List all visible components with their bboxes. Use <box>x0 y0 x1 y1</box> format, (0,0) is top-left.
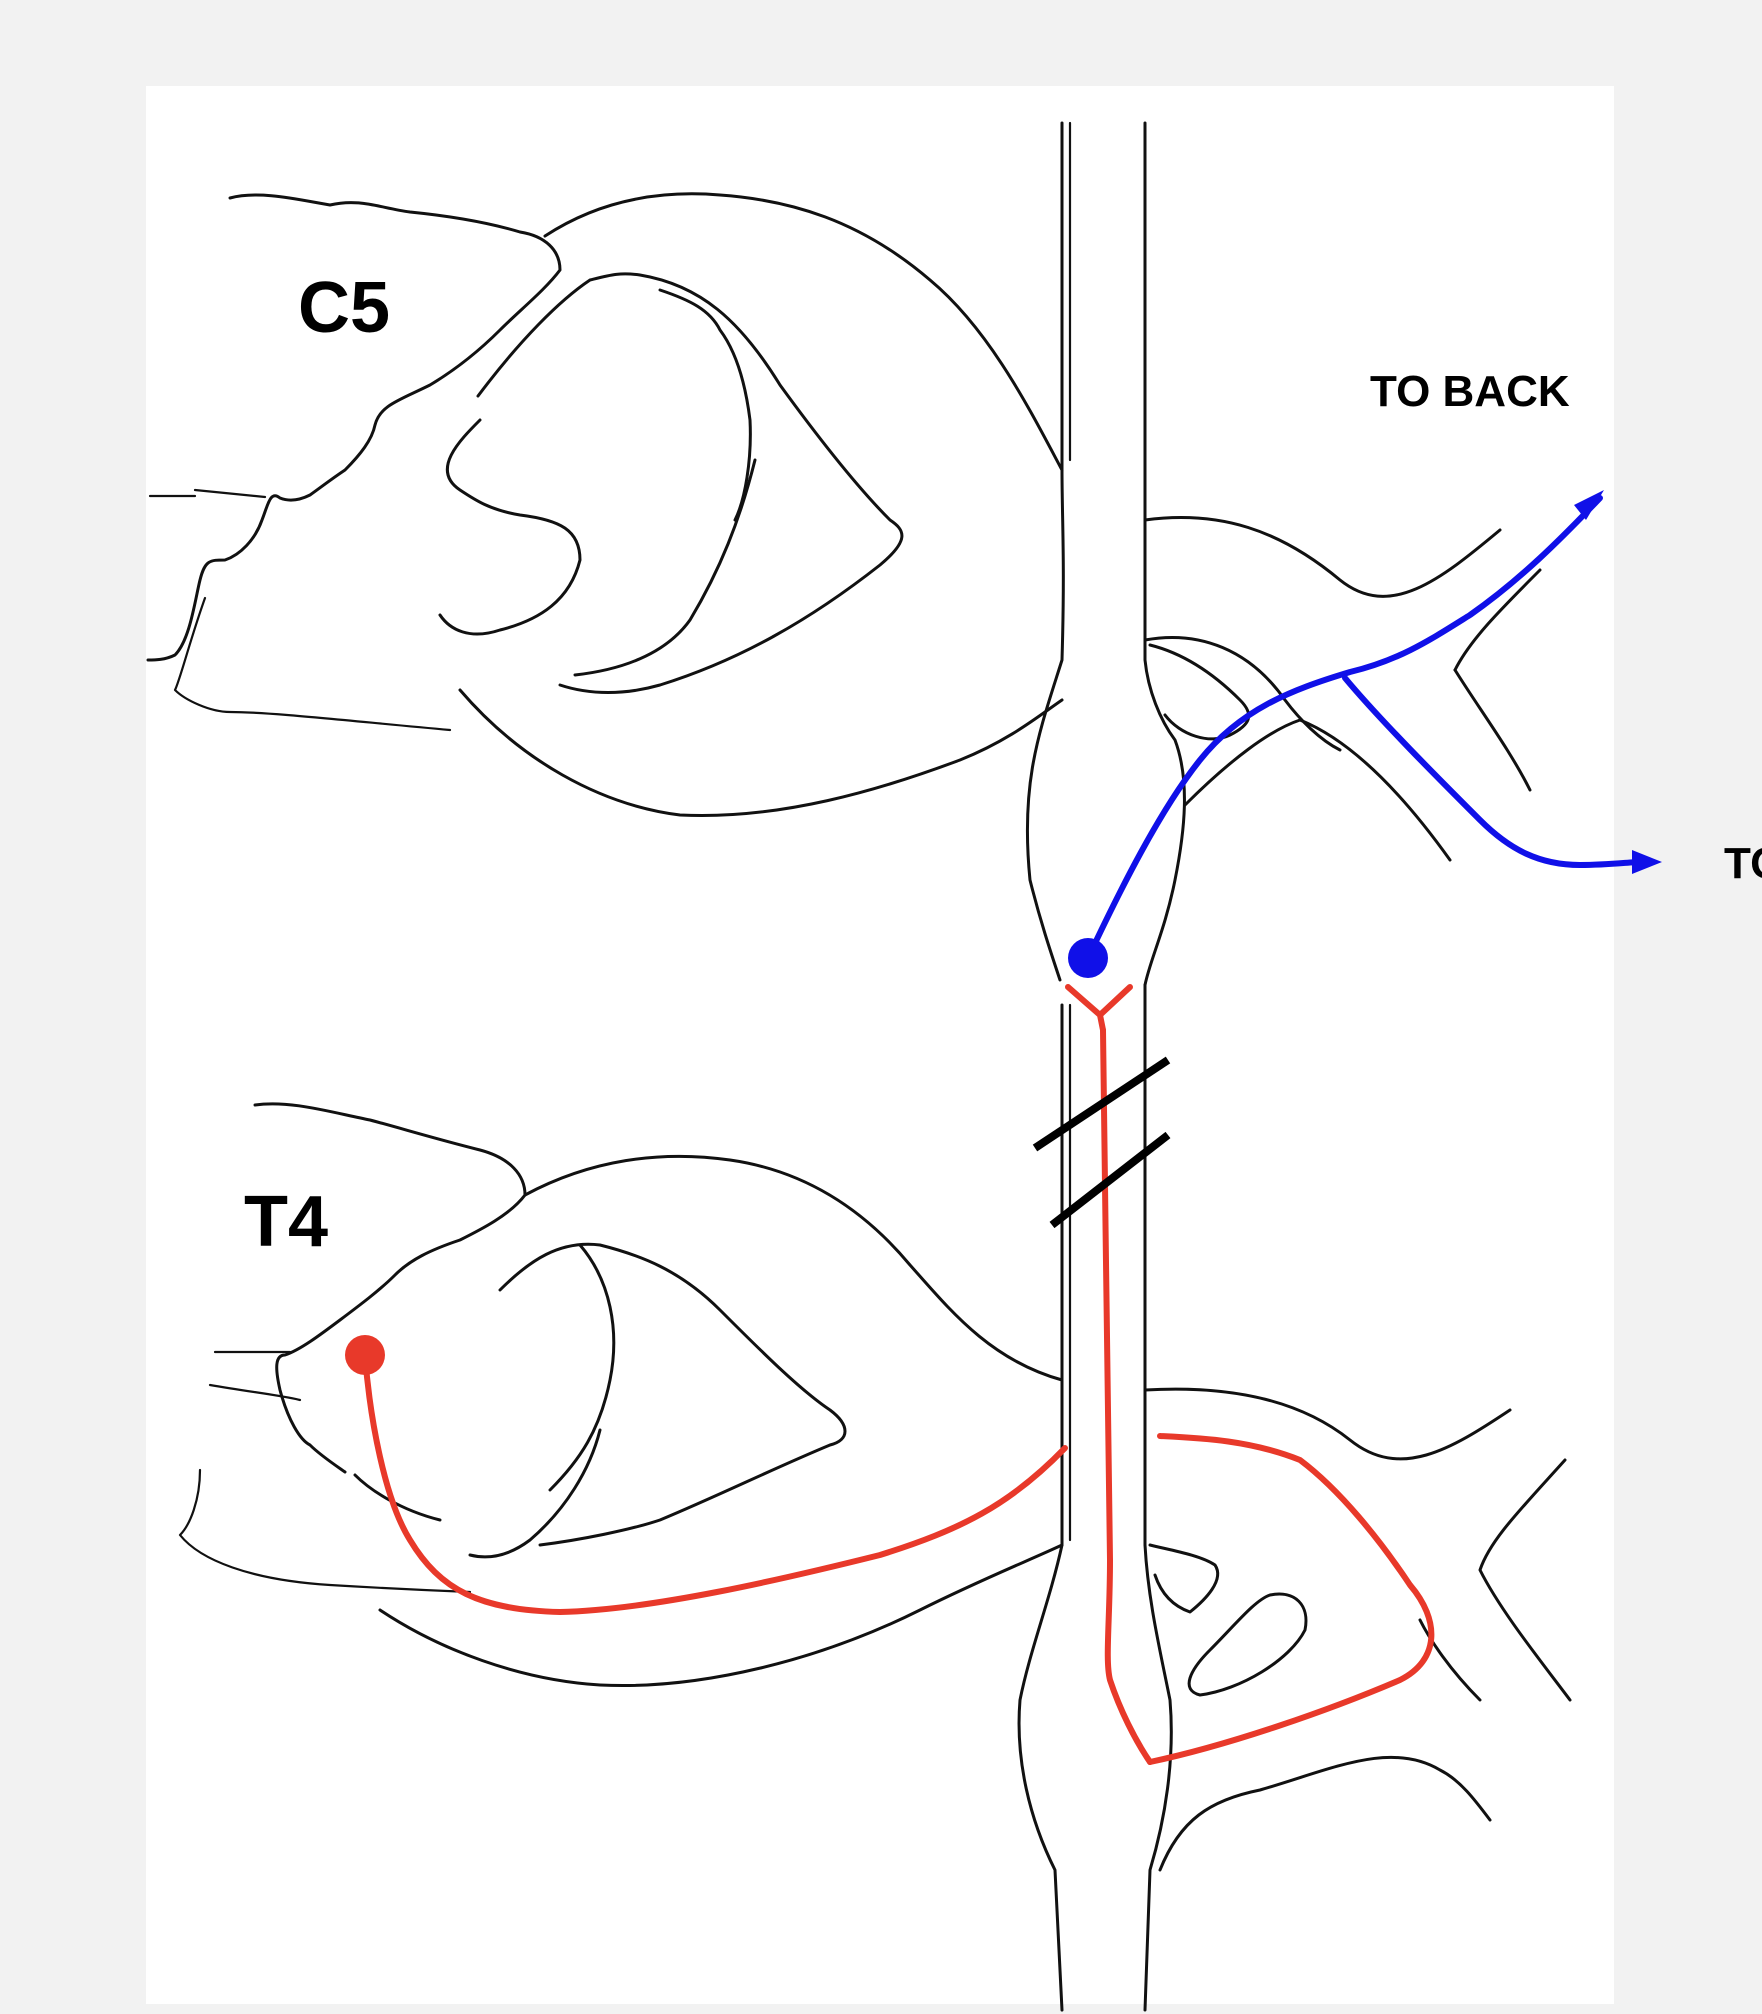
c5-dorsal-root-arc <box>458 688 1064 818</box>
c5-dorsal-root-ganglion <box>658 288 752 522</box>
c5-level-label: C5 <box>298 268 390 348</box>
lesion-mark-upper <box>1032 1056 1171 1152</box>
t4-gray-ramus-loop <box>1187 1592 1308 1697</box>
lower-pathway-cell-body <box>345 1335 385 1375</box>
trunk-right-lower <box>1143 983 1173 2012</box>
t4-rami <box>1143 1387 1572 1872</box>
upper-pathway-fiber <box>1085 495 1603 961</box>
t4-ramus-right-a <box>1478 1458 1572 1702</box>
lower-pathway <box>345 984 1435 1765</box>
upper-pathway-cell-body <box>1068 938 1108 978</box>
c5-ventral-root-inner <box>476 272 904 694</box>
c5-ramus-lower <box>1183 718 1452 862</box>
t4-ventral-root-inner <box>498 1242 847 1547</box>
to-back-label: TO BACK <box>1370 367 1570 416</box>
t4-dorsal-root-ganglion-inner <box>468 1428 602 1559</box>
c5-cord-margin <box>173 596 452 732</box>
t4-ramus-upper <box>1143 1387 1512 1461</box>
c5-spinal-segment <box>146 192 1064 818</box>
c5-ramus-upper <box>1143 516 1502 598</box>
lower-pathway-loop <box>1147 1433 1435 1765</box>
upper-pathway-arrowhead-back <box>1574 490 1604 520</box>
lesion-marks <box>1032 1056 1171 1229</box>
t4-cord-margin <box>208 1383 302 1402</box>
c5-cord-gray-edge <box>193 488 267 499</box>
c5-ventral-root-loop <box>543 192 1064 472</box>
t4-dorsal-root-arc <box>378 1543 1064 1688</box>
t4-spinal-cord-outline <box>253 1102 527 1474</box>
upper-pathway <box>1068 490 1662 978</box>
c5-dorsal-root-ganglion-inner <box>573 458 757 677</box>
lower-pathway-ascending-fiber <box>1100 1027 1153 1765</box>
c5-dorsal-lobe <box>438 418 582 636</box>
t4-ramus-lower <box>1158 1755 1492 1872</box>
t4-dorsal-root-ganglion <box>548 1243 616 1492</box>
lesion-mark-lower <box>1049 1131 1171 1229</box>
c5-ramus-back-lower <box>1453 668 1532 792</box>
t4-spinal-segment <box>178 1102 1064 1688</box>
upper-pathway-arrowhead-front <box>1632 850 1662 874</box>
t4-cord-lower <box>178 1468 472 1594</box>
upper-pathway-branch-front <box>1342 675 1643 869</box>
t4-dorsal-lobe <box>353 1473 442 1522</box>
trunk-left-upper <box>1025 121 1065 982</box>
t4-level-label: T4 <box>244 1182 328 1262</box>
to-front-label: TO <box>1724 839 1762 888</box>
lower-pathway-root-fiber <box>362 1352 1068 1616</box>
t4-ramus-right-b <box>1418 1618 1482 1702</box>
t4-gray-ramus <box>1148 1543 1220 1614</box>
c5-spinal-cord-outline <box>146 193 562 662</box>
c5-rami <box>1143 516 1542 862</box>
trunk-left-lower <box>1017 1003 1064 2012</box>
c5-ramus-mid <box>1143 636 1342 752</box>
c5-ramus-back-upper <box>1453 568 1542 672</box>
t4-ventral-root-loop <box>523 1154 1064 1382</box>
